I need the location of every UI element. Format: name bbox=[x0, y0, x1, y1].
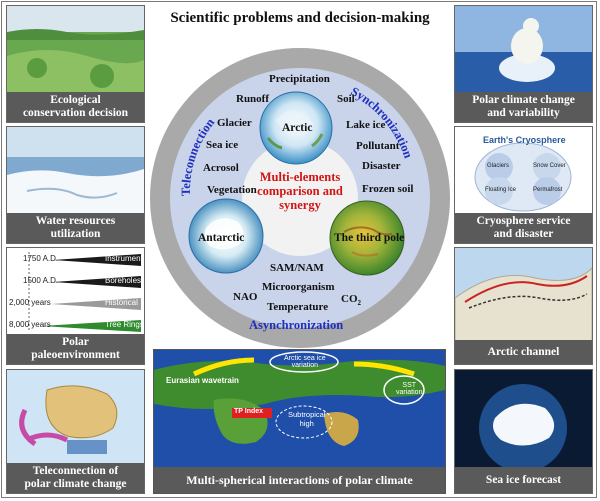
caption-arctic-channel: Arctic channel bbox=[455, 340, 592, 364]
paleo-timeline-chart bbox=[7, 248, 144, 336]
globe-label-third-pole: The third pole bbox=[334, 232, 405, 244]
element-runoff: Runoff bbox=[236, 93, 270, 105]
caption-water-resources: Water resources utilization bbox=[7, 213, 144, 243]
panel-sea-ice-forecast: Sea ice forecast bbox=[454, 369, 593, 494]
label-arctic-sea-ice: Arctic sea ice variation bbox=[284, 355, 326, 369]
world-map-image bbox=[154, 350, 445, 469]
timeline-time-4: 8,000 years bbox=[9, 320, 51, 329]
panel-arctic-channel: Arctic channel bbox=[454, 247, 593, 365]
rim-label-asynchronization: Asynchronization bbox=[249, 318, 344, 332]
panel-polar-climate-change: Polar climate change and variability bbox=[454, 5, 593, 123]
timeline-label-4: Tree Rings bbox=[105, 320, 144, 329]
panel-multi-spherical: Arctic sea ice variation Eurasian wavetr… bbox=[153, 349, 446, 494]
panel-water-resources: Water resources utilization bbox=[6, 126, 145, 244]
sea-ice-globe-image bbox=[455, 370, 592, 471]
cryosphere-inset-title: Earth's Cryosphere bbox=[483, 135, 566, 145]
element-sea-ice: Sea ice bbox=[206, 139, 239, 151]
caption-polar-climate-change: Polar climate change and variability bbox=[455, 92, 592, 122]
label-subtropical-high: Subtropical high bbox=[288, 410, 326, 428]
timeline-time-3: 2,000 years bbox=[9, 298, 51, 307]
element-acrosol: Acrosol bbox=[203, 162, 239, 174]
element-soil: Soil bbox=[337, 93, 355, 105]
timeline-label-1: Instruments bbox=[105, 254, 145, 263]
panel-polar-paleoenvironment: 1750 A.D. Instruments 1500 A.D. Borehole… bbox=[6, 247, 145, 365]
third-pole-globe bbox=[329, 200, 405, 276]
element-lake-ice: Lake ice bbox=[346, 119, 386, 131]
element-co2: CO2 bbox=[341, 293, 361, 308]
caption-multi-spherical: Multi-spherical interactions of polar cl… bbox=[154, 467, 445, 493]
water-ice-image bbox=[7, 127, 144, 215]
figure-title: Scientific problems and decision-making bbox=[170, 10, 430, 26]
caption-ecological-conservation: Ecological conservation decision bbox=[7, 92, 144, 122]
caption-teleconnection: Teleconnection of polar climate change bbox=[7, 463, 144, 493]
polar-bear-image bbox=[455, 6, 592, 94]
ecology-landscape-image bbox=[7, 6, 144, 94]
globe-label-antarctic: Antarctic bbox=[198, 232, 245, 244]
globe-label-arctic: Arctic bbox=[282, 122, 313, 134]
timeline-label-3: Historical bbox=[105, 298, 138, 307]
element-microorganism: Microorganism bbox=[262, 281, 335, 293]
panel-ecological-conservation: Ecological conservation decision bbox=[6, 5, 145, 123]
label-eurasian-wavetrain: Eurasian wavetrain bbox=[166, 376, 239, 385]
element-nao: NAO bbox=[233, 291, 258, 303]
element-temperature: Temperature bbox=[267, 301, 329, 313]
timeline-time-1: 1750 A.D. bbox=[23, 254, 59, 263]
element-vegetation: Vegetation bbox=[207, 184, 257, 196]
caption-polar-paleoenvironment: Polar paleoenvironment bbox=[7, 334, 144, 364]
arctic-channel-map-image bbox=[455, 248, 592, 343]
cryosphere-item-permafrost: Permafrost bbox=[533, 187, 563, 193]
label-sst-variation: SST variation bbox=[396, 382, 423, 396]
timeline-label-2: Boreholes bbox=[105, 276, 142, 285]
cryosphere-item-snow: Snow Cover bbox=[533, 163, 566, 169]
core-circle bbox=[242, 140, 358, 256]
label-tp-index: TP Index bbox=[234, 408, 264, 415]
panel-cryosphere-service: Earth's Cryosphere Glaciers Snow Cover F… bbox=[454, 126, 593, 244]
element-glacier: Glacier bbox=[217, 117, 252, 129]
center-text: Multi-elements comparison and synergy bbox=[257, 170, 343, 212]
caption-cryosphere-service: Cryosphere service and disaster bbox=[455, 213, 592, 243]
element-sam-nam: SAM/NAM bbox=[270, 262, 324, 274]
caption-sea-ice-forecast: Sea ice forecast bbox=[455, 467, 592, 493]
element-disaster: Disaster bbox=[362, 160, 401, 172]
cryosphere-item-floating: Floating Ice bbox=[485, 187, 517, 193]
timeline-time-2: 1500 A.D. bbox=[23, 276, 59, 285]
cryosphere-diagram-image bbox=[455, 127, 592, 215]
teleconnection-map-image bbox=[7, 370, 144, 465]
element-frozen-soil: Frozen soil bbox=[362, 183, 414, 195]
element-pollutant: Pollutant bbox=[356, 140, 400, 152]
cryosphere-item-glaciers: Glaciers bbox=[487, 163, 510, 169]
element-precipitation: Precipitation bbox=[269, 73, 330, 85]
panel-teleconnection: Teleconnection of polar climate change bbox=[6, 369, 145, 494]
